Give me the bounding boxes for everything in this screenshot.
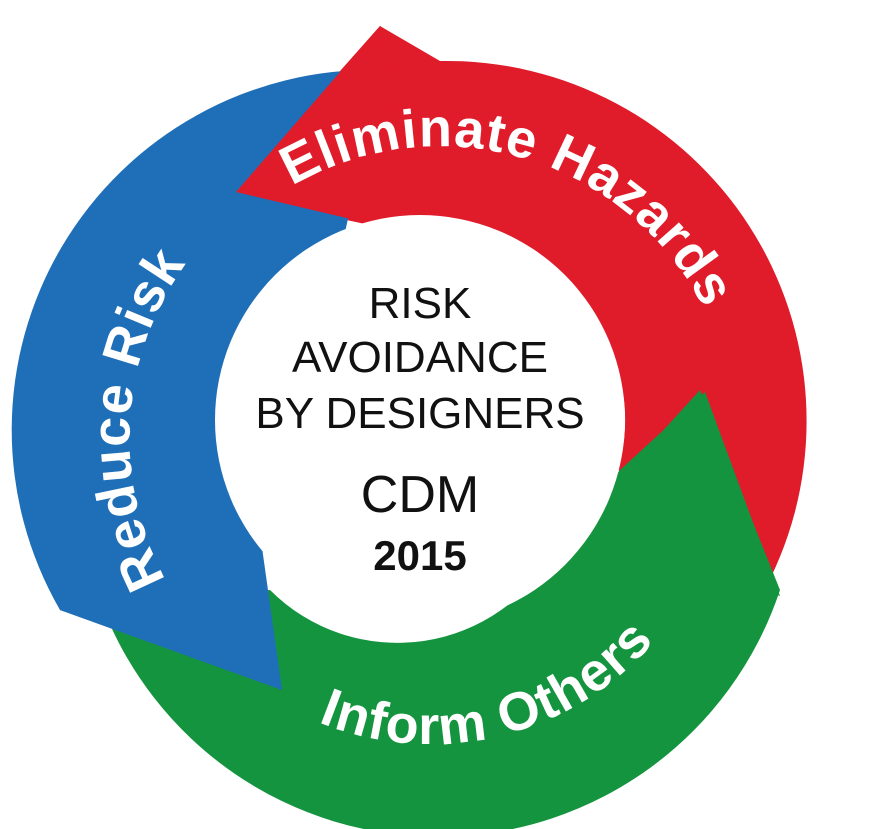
reduce-risk-arrowhead <box>60 560 282 690</box>
center-title-line-2: AVOIDANCE <box>292 333 548 382</box>
center-year-label: 2015 <box>373 532 466 579</box>
arrow-segment-reduce-risk <box>11 69 381 690</box>
center-hub <box>215 215 625 625</box>
inform-others-arrowhead <box>552 392 780 596</box>
center-title-line-3: BY DESIGNERS <box>255 389 584 438</box>
center-cdm-label: CDM <box>361 466 479 524</box>
center-title-line-1: RISK <box>369 279 472 328</box>
eliminate-hazards-arrowhead <box>236 26 440 240</box>
